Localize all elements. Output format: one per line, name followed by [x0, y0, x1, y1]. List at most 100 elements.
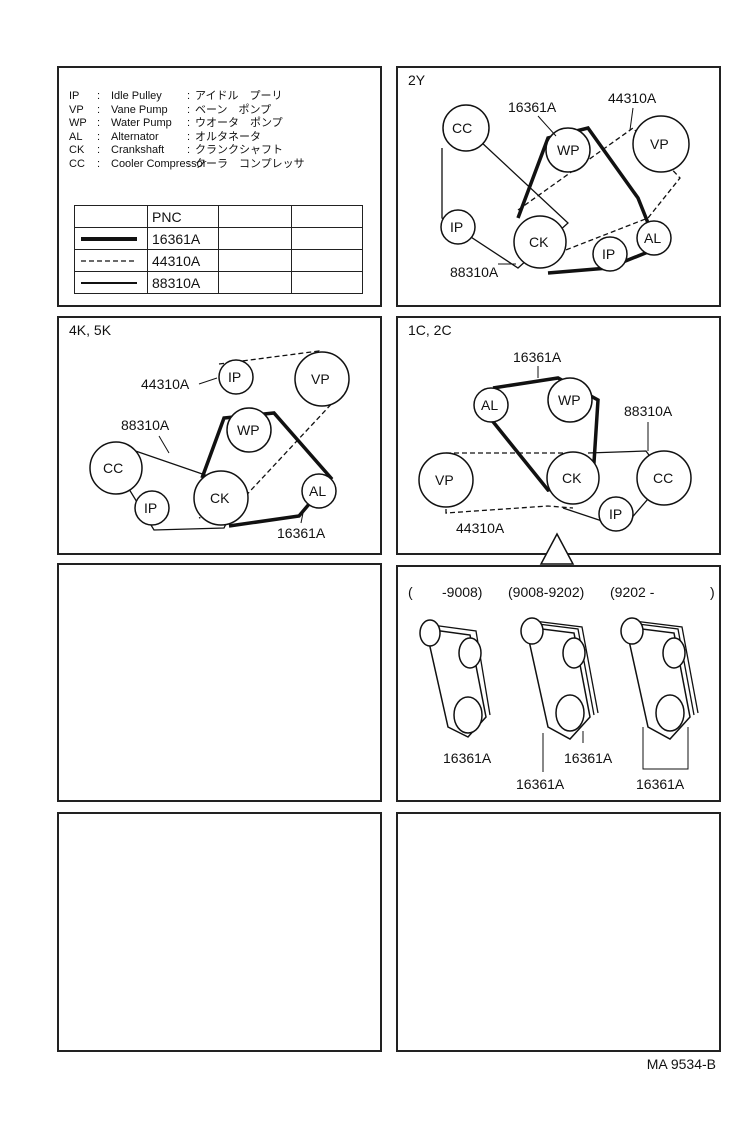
legend-english: Idle Pulley — [111, 90, 162, 102]
pulley-label: AL — [481, 397, 498, 413]
legend-japanese: オルタネータ — [195, 130, 261, 143]
part-label: 44310A — [141, 376, 190, 392]
legend-japanese: アイドル プーリ — [195, 90, 283, 102]
line-style-dashed — [74, 249, 148, 272]
legend-colon: : — [97, 157, 101, 170]
panel-title: 4K, 5K — [69, 322, 112, 338]
part-label: 88310A — [121, 417, 170, 433]
pulley-label: WP — [237, 422, 260, 438]
part-label: 16361A — [513, 349, 562, 365]
legend-abbr: CK — [69, 144, 85, 156]
belt-diagram-1c: AL WP VP CK CC IP 16361A 88310A 44310A — [418, 349, 692, 536]
empty-panel — [396, 812, 721, 1052]
legend-colon: : — [187, 144, 191, 156]
legend-english: Crankshaft — [111, 144, 165, 156]
period-label: (9202 - — [610, 584, 655, 600]
legend-abbr: WP — [69, 117, 87, 129]
legend-colon: : — [97, 103, 101, 116]
pulley-label: AL — [309, 483, 326, 499]
period-label: (9008-9202) — [508, 584, 584, 600]
belt-diagram-4k: IP VP WP CC IP CK AL 44310A 88310A 16361… — [89, 350, 350, 541]
pulley-label: CK — [562, 470, 582, 486]
legend-row: CC:Cooler Compressor:クーラ コンプレッサ — [69, 158, 379, 171]
belt-variant-2 — [520, 617, 599, 740]
drawing-code: MA 9534-B — [646, 1056, 716, 1072]
legend-abbr: IP — [69, 90, 80, 102]
legend-abbr: CC — [69, 157, 85, 170]
legend-abbr: VP — [69, 103, 84, 116]
legend-japanese: クーラ コンプレッサ — [195, 157, 305, 170]
panel-title: 2Y — [408, 72, 426, 88]
pnc-table: PNC 16361A 44310A 88310A — [74, 205, 363, 294]
legend-english: Water Pump — [111, 117, 172, 129]
legend-japanese: ウオータ ポンプ — [195, 117, 283, 129]
belt-diagram-2y: CC WP VP IP CK IP AL 16361A 44310A 88310… — [440, 90, 690, 280]
pulley-label: CC — [653, 470, 673, 486]
pulley-label: IP — [602, 246, 615, 262]
diagram-2y: 2Y CC WP VP IP CK IP AL 16361A 44310A 88… — [396, 66, 721, 307]
pulley-label: CC — [103, 460, 123, 476]
legend-colon: : — [97, 90, 101, 102]
pulley-label: AL — [644, 230, 661, 246]
period-label: ( — [408, 584, 413, 600]
pulley-label: CK — [529, 234, 549, 250]
part-label: 16361A — [277, 525, 326, 541]
pulley-label: IP — [228, 369, 241, 385]
pulley-label: WP — [558, 392, 581, 408]
belt-variants-panel: ( -9008) (9008-9202) (9202 - ) 16361A 16… — [396, 565, 721, 802]
part-label: 16361A — [443, 750, 492, 766]
belt-variant-3 — [620, 617, 699, 740]
pulley-label: CK — [210, 490, 230, 506]
legend-row: VP: Vane Pump: ベーン ポンプ — [69, 104, 379, 117]
pulley-label: VP — [311, 371, 330, 387]
legend-row: AL: Alternator: オルタネータ — [69, 131, 379, 144]
diagram-4k-5k: 4K, 5K IP VP WP CC IP CK AL 44310A 88310… — [57, 316, 382, 555]
part-label: 16361A — [508, 99, 557, 115]
pulley-label: VP — [435, 472, 454, 488]
empty-panel — [57, 563, 382, 802]
pulley-label: IP — [609, 506, 622, 522]
pulley-label: VP — [650, 136, 669, 152]
legend-panel: IP: Idle Pulley: アイドル プーリ VP: Vane Pump: ベーン … — [57, 66, 382, 307]
pulley-label: CC — [452, 120, 472, 136]
legend-colon: : — [187, 130, 191, 143]
line-style-thick — [74, 227, 148, 250]
empty-panel — [57, 812, 382, 1052]
pulley-label: WP — [557, 142, 580, 158]
period-label: ) — [710, 584, 715, 600]
part-label: 16361A — [564, 750, 613, 766]
legend-colon: : — [187, 157, 191, 170]
legend-row: IP: Idle Pulley: アイドル プーリ — [69, 90, 379, 103]
pnc-header: PNC — [147, 205, 219, 228]
legend-row: WP: Water Pump: ウオータ ポンプ — [69, 117, 379, 130]
legend-japanese: クランクシャフト — [195, 144, 283, 156]
diagram-1c-2c: 1C, 2C AL WP VP CK CC IP 16361A 88310A 4… — [396, 316, 721, 555]
part-label: 88310A — [450, 264, 499, 280]
part-label: 44310A — [608, 90, 657, 106]
pnc-value: 16361A — [147, 227, 219, 250]
legend-row: CK: Crankshaft: クランクシャフト — [69, 144, 379, 157]
legend-colon: : — [187, 117, 191, 129]
period-label: -9008) — [442, 584, 482, 600]
line-style-thin — [74, 271, 148, 294]
legend-colon: : — [187, 103, 191, 116]
legend-japanese: ベーン ポンプ — [195, 103, 272, 116]
pnc-value: 88310A — [147, 271, 219, 294]
pulley-label: IP — [144, 500, 157, 516]
belt-variants-diagram: ( -9008) (9008-9202) (9202 - ) 16361A 16… — [408, 584, 715, 792]
part-label: 16361A — [636, 776, 685, 792]
part-label: 16361A — [516, 776, 565, 792]
belt-variant-1 — [419, 619, 491, 738]
panel-title: 1C, 2C — [408, 322, 452, 338]
part-label: 44310A — [456, 520, 505, 536]
legend-colon: : — [97, 130, 101, 143]
part-label: 88310A — [624, 403, 673, 419]
legend-colon: : — [97, 144, 101, 156]
legend-colon: : — [187, 90, 191, 102]
legend-english: Vane Pump — [111, 103, 168, 116]
legend-english: Alternator — [111, 130, 159, 143]
pulley-label: IP — [450, 219, 463, 235]
legend-abbr: AL — [69, 130, 83, 143]
legend-colon: : — [97, 117, 101, 129]
pointer-triangle — [539, 532, 575, 565]
